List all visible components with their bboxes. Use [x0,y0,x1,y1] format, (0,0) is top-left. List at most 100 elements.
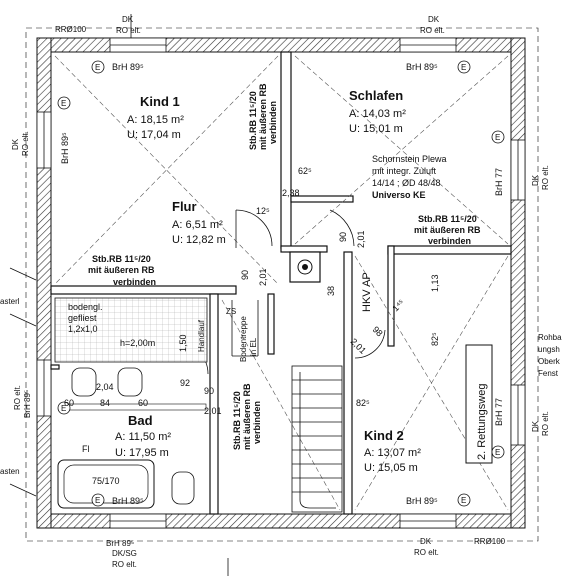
ro-elt-label: RO elt. [541,411,550,436]
chimney-note-line: 14/14 ; ØD 48/48 [372,178,441,188]
dimension: 2,01 [258,268,268,286]
dimension: 12⁵ [256,206,270,216]
stb-note-upper-vertical: Stb.RB 11⁵/20 mit äußeren RB verbinden [248,83,278,150]
room-name: Bad [128,413,153,428]
e-marker-label: E [495,448,500,457]
stb-note-line: verbinden [252,401,262,444]
stb-note-kind1-bottom: Stb.RB 11⁵/20 mit äußeren RB verbinden [88,254,156,287]
room-area: A: 18,15 m² [127,114,184,126]
brh-label: BrH 89⁵ [406,496,438,506]
dimension: 1,13 [430,274,440,292]
dimension: 2,38 [282,188,300,198]
ro-elt-label: RO elt. [541,165,550,190]
rohbau-line: ungsh [538,345,560,354]
leader-lines [9,14,229,576]
rainpipe-label: RRØ100 [474,537,506,546]
chimney-note: Schornstein Plewa mit integr. Zuluft 14/… [372,154,447,200]
stb-note-schlafen-bottom: Stb.RB 11⁵/20 mit äußeren RB verbinden [414,214,481,246]
dk-label: DK [428,15,440,24]
shower-height: h=2,00m [120,338,155,348]
room-area: A: 6,51 m² [172,219,223,231]
e-marker-label: E [61,99,66,108]
chimney-note-line: mit integr. Zuluft [372,166,437,176]
room-diagonals [54,55,509,511]
dimension: 60 [64,398,74,408]
brh-label: BrH 77 [494,398,504,426]
dk-label: DK [122,15,134,24]
dimension: 82⁵ [430,332,440,346]
rohbau-line: Rohba [538,333,562,342]
dimension: 2,01 [356,230,366,248]
dk-label: DK [531,420,540,432]
room-perimeter: U: 17,95 m [115,447,169,459]
room-area: A: 14,03 m² [349,108,406,120]
dimension: 2,04 [96,382,114,392]
windows [36,37,526,529]
shower-note-line: gefliest [68,313,97,323]
rohbau-line: Oberk [538,357,561,366]
stb-note-line: verbinden [428,236,471,246]
dimension: 1,50 [178,334,188,352]
room-name: Kind 1 [140,94,180,109]
room-kind2: Kind 2 A: 13,07 m² U: 15,05 m [364,428,421,474]
stb-note-line: mit äußeren RB [88,265,155,275]
hkv-ap-label: HKV AP [361,272,373,312]
room-perimeter: U: 15,05 m [364,462,418,474]
ro-elt-label: RO elt. [21,131,30,156]
stb-note-line: mit äußeren RB [242,383,252,450]
dimension: 82⁵ [356,398,370,408]
building-outline [25,27,539,542]
dimension: 38 [326,286,336,296]
chimney-note-line: Schornstein Plewa [372,154,447,164]
bodentreppe-line: Bodentreppe [239,316,248,362]
room-kind1: Kind 1 A: 18,15 m² U: 17,04 m [127,94,184,141]
dimension: 84 [100,398,110,408]
stb-note-line: Stb.RB 11⁵/20 [418,214,477,224]
shower-note: bodengl. gefliest 1,2x1,0 h=2,00m [68,302,155,348]
room-name: Schlafen [349,88,403,103]
dimension: 90 [204,386,214,396]
chimney-note-line: Universo KE [372,190,426,200]
brh-label: BrH 89⁵ [23,390,32,418]
staircase [231,300,343,513]
stb-note-line: mit äußeren RB [258,83,268,150]
bodentreppe-note: Bodentreppe in EL [239,316,258,362]
stb-note-line: mit äußeren RB [414,225,481,235]
dk-label: DK [11,138,20,150]
brh-label: BrH 89⁵ [406,62,438,72]
dimension: 62⁵ [298,166,312,176]
e-marker-label: E [461,496,466,505]
shower-note-line: 1,2x1,0 [68,324,98,334]
room-schlafen: Schlafen A: 14,03 m² U: 15,01 m [349,88,406,135]
room-name: Flur [172,199,197,214]
ro-elt-label: RO elt. [13,385,22,410]
room-perimeter: U: 17,04 m [127,129,181,141]
room-area: A: 11,50 m² [115,431,171,443]
handlauf-label: Handlauf [197,319,206,352]
brh-label: BrH 89⁵ [106,539,134,548]
ro-elt-label: RO elt. [414,548,439,557]
stb-note-line: Stb.RB 11⁵/20 [248,91,258,150]
stb-note-line: Stb.RB 11⁵/20 [92,254,151,264]
rainpipe-label: RRØ100 [55,25,87,34]
window-note-left: asterl [0,297,20,306]
bathroom-fixtures [54,297,208,509]
room-name: Kind 2 [364,428,404,443]
rohbau-line: Fenst [538,369,559,378]
dimension: 92 [180,378,190,388]
brh-label: BrH 89⁵ [112,496,144,506]
dk-sg-label: DK/SG [112,549,137,558]
brh-label: BrH 89⁵ [112,62,144,72]
room-flur: Flur A: 6,51 m² U: 12,82 m [172,199,226,246]
stb-note-bad-vertical: Stb.RB 11⁵/20 mit äußeren RB verbinden [232,383,262,450]
room-perimeter: U: 15,01 m [349,123,403,135]
room-bad: Bad A: 11,50 m² U: 17,95 m [115,413,171,459]
interior-walls [50,51,512,515]
dimension: 90 [338,232,348,242]
e-marker-label: E [495,133,500,142]
rettungsweg-box [465,344,493,464]
dimension: 98 [371,324,385,338]
stb-note-line: verbinden [113,277,156,287]
e-markers [57,60,505,507]
zs-label: ZS [226,307,236,316]
